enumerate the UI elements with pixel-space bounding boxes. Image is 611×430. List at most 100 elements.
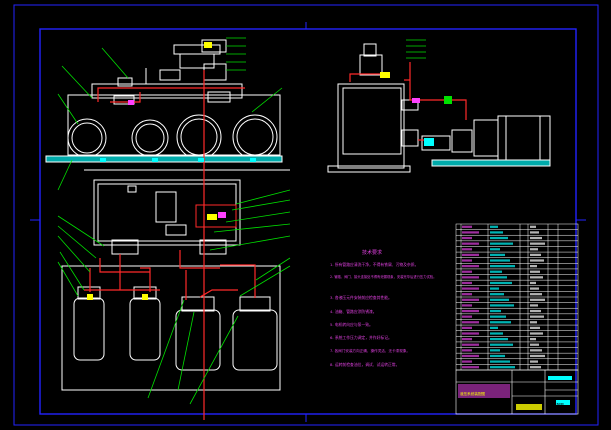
parts-row-mark	[490, 304, 514, 307]
parts-list-entries	[462, 225, 545, 369]
side-view	[327, 43, 551, 173]
parts-row-mark	[462, 360, 472, 363]
parts-row-mark	[462, 354, 479, 358]
parts-row-mark	[462, 293, 472, 296]
parts-row-mark	[490, 332, 503, 335]
parts-row-mark	[490, 360, 510, 363]
parts-row-mark	[462, 304, 472, 307]
front-view-piping	[84, 70, 256, 420]
title-block-caption: 液压系统装配图	[460, 391, 486, 396]
parts-row-mark	[462, 281, 472, 285]
parts-row-mark	[530, 276, 543, 279]
parts-row-mark	[490, 343, 513, 346]
parts-row-mark	[530, 270, 540, 273]
parts-row-mark	[490, 253, 505, 257]
front-view-accents	[87, 42, 256, 300]
notes-line-5: 5. 电机转向应与泵一致。	[330, 322, 373, 327]
parts-row-mark	[462, 332, 479, 335]
parts-row-mark	[530, 309, 541, 313]
parts-row-mark	[462, 298, 479, 301]
parts-row-mark	[490, 225, 498, 228]
title-block-code: 装配图	[553, 402, 564, 407]
parts-row-mark	[462, 236, 472, 240]
parts-row-mark	[530, 231, 539, 234]
sheet-frame	[13, 4, 599, 426]
side-view-accents	[380, 72, 452, 146]
parts-row-mark	[462, 225, 472, 228]
parts-row-mark	[530, 264, 537, 268]
parts-row-mark	[490, 264, 515, 268]
technical-notes: 技术要求 1. 所有管路应清洗干净，不得有铁屑、污物及杂质。 2. 管路、阀门、…	[330, 249, 436, 367]
parts-row-mark	[530, 315, 544, 318]
parts-row-mark	[490, 259, 510, 262]
parts-row-mark	[462, 253, 479, 257]
side-view-piping	[349, 62, 467, 141]
parts-row-mark	[462, 337, 472, 341]
parts-row-mark	[530, 236, 542, 240]
notes-line-7: 7. 各阀门安装方向正确，操作灵活，无卡滞现象。	[330, 348, 410, 353]
parts-row-mark	[490, 236, 508, 240]
parts-row-mark	[462, 276, 479, 279]
parts-row-mark	[490, 349, 500, 352]
notes-line-2: 2. 管路、阀门、接头连接处不得有泄漏现象，安装完毕后进行压力试验。	[330, 274, 436, 279]
parts-row-mark	[462, 248, 472, 251]
notes-line-3: 3. 各液压元件安装前应检查其性能。	[330, 295, 392, 300]
parts-row-mark	[530, 242, 545, 245]
parts-row-mark	[530, 326, 540, 330]
notes-line-6: 6. 系统工作压力调定，并作好标记。	[330, 335, 392, 340]
parts-row-mark	[530, 343, 539, 346]
parts-row-mark	[530, 321, 537, 324]
parts-row-mark	[490, 293, 504, 296]
parts-row-mark	[490, 248, 500, 251]
parts-row-mark	[462, 259, 472, 262]
parts-row-mark	[490, 321, 511, 324]
parts-row-mark	[490, 309, 501, 313]
parts-row-mark	[490, 298, 509, 301]
front-view	[45, 39, 290, 391]
parts-row-mark	[530, 287, 539, 290]
parts-row-mark	[462, 349, 472, 352]
parts-row-mark	[530, 293, 542, 296]
parts-row-mark	[530, 253, 541, 257]
notes-line-1: 1. 所有管路应清洗干净，不得有铁屑、污物及杂质。	[330, 262, 418, 267]
parts-row-mark	[490, 326, 498, 330]
parts-row-mark	[462, 326, 472, 330]
parts-row-mark	[530, 304, 538, 307]
parts-row-mark	[490, 270, 502, 273]
notes-line-8: 8. 运转前检查油位，调试、试运转正常。	[330, 362, 399, 367]
parts-row-mark	[462, 231, 479, 234]
front-view-leaders	[57, 37, 291, 405]
side-view-leaders	[406, 39, 426, 59]
parts-row-mark	[490, 281, 512, 285]
parts-row-mark	[530, 281, 536, 285]
parts-row-mark	[530, 298, 545, 301]
parts-row-mark	[462, 264, 479, 268]
parts-row-mark	[530, 337, 536, 341]
parts-row-mark	[530, 332, 543, 335]
parts-row-mark	[490, 366, 515, 369]
parts-row-mark	[462, 309, 479, 313]
notes-line-4: 4. 油箱、管路应涂防锈漆。	[330, 309, 377, 314]
title-block	[455, 369, 579, 415]
parts-row-mark	[462, 315, 472, 318]
parts-row-mark	[462, 321, 479, 324]
parts-row-mark	[462, 270, 472, 273]
parts-row-mark	[462, 287, 479, 290]
parts-row-mark	[490, 354, 505, 358]
parts-row-mark	[462, 242, 479, 245]
parts-row-mark	[530, 259, 544, 262]
parts-row-mark	[490, 242, 513, 245]
parts-row-mark	[490, 315, 506, 318]
notes-heading: 技术要求	[362, 249, 382, 256]
parts-row-mark	[530, 225, 536, 228]
parts-row-mark	[530, 360, 538, 363]
parts-row-mark	[490, 276, 507, 279]
parts-list-table	[455, 223, 579, 371]
parts-row-mark	[530, 349, 542, 352]
parts-row-mark	[490, 337, 508, 341]
parts-row-mark	[530, 248, 538, 251]
title-block-fills	[458, 376, 572, 410]
parts-row-mark	[530, 366, 541, 369]
parts-row-mark	[462, 366, 479, 369]
